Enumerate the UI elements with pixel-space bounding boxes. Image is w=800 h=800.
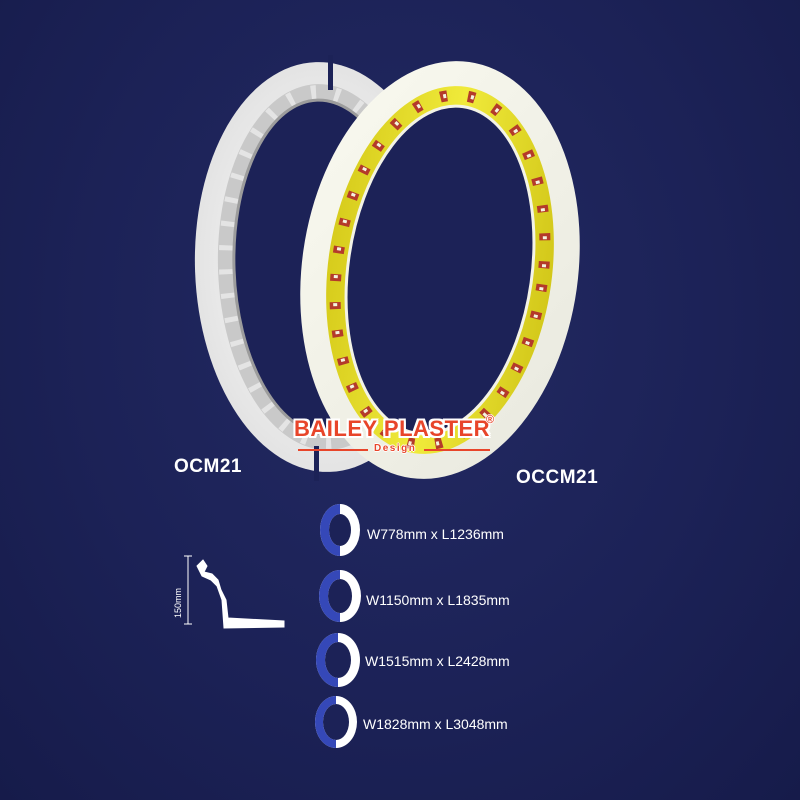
size-thumbnail-4 — [315, 696, 357, 748]
size-label: W1828mm x L3048mm — [363, 716, 508, 732]
product-code-left: OCM21 — [174, 456, 242, 477]
size-label: W778mm x L1236mm — [367, 526, 504, 542]
size-thumbnail-2 — [319, 570, 361, 622]
size-thumbnail-1 — [320, 504, 360, 556]
profile-cross-section — [184, 555, 285, 629]
logo-rule-left — [298, 449, 368, 451]
size-row-4: W1828mm x L3048mm — [317, 699, 577, 749]
size-label: W1150mm x L1835mm — [366, 592, 510, 608]
size-thumbnail-3 — [316, 633, 360, 687]
ring-split-bottom — [314, 446, 319, 481]
size-row-3: W1515mm x L2428mm — [317, 636, 577, 686]
size-row-2: W1150mm x L1835mm — [317, 575, 577, 625]
brand-name: BAILEY PLASTER — [294, 416, 491, 441]
brand-logo: BAILEY PLASTER ® Design — [292, 414, 506, 464]
profile-height-label: 150mm — [173, 587, 183, 618]
product-code-right: OCCM21 — [516, 467, 599, 488]
brand-subtitle: Design — [374, 443, 417, 454]
ring-split-top — [328, 55, 333, 90]
size-label: W1515mm x L2428mm — [365, 653, 510, 669]
registered-mark: ® — [486, 414, 495, 426]
logo-rule-right — [424, 449, 490, 451]
ring-occm21 — [300, 61, 580, 479]
size-row-1: W778mm x L1236mm — [317, 509, 577, 559]
